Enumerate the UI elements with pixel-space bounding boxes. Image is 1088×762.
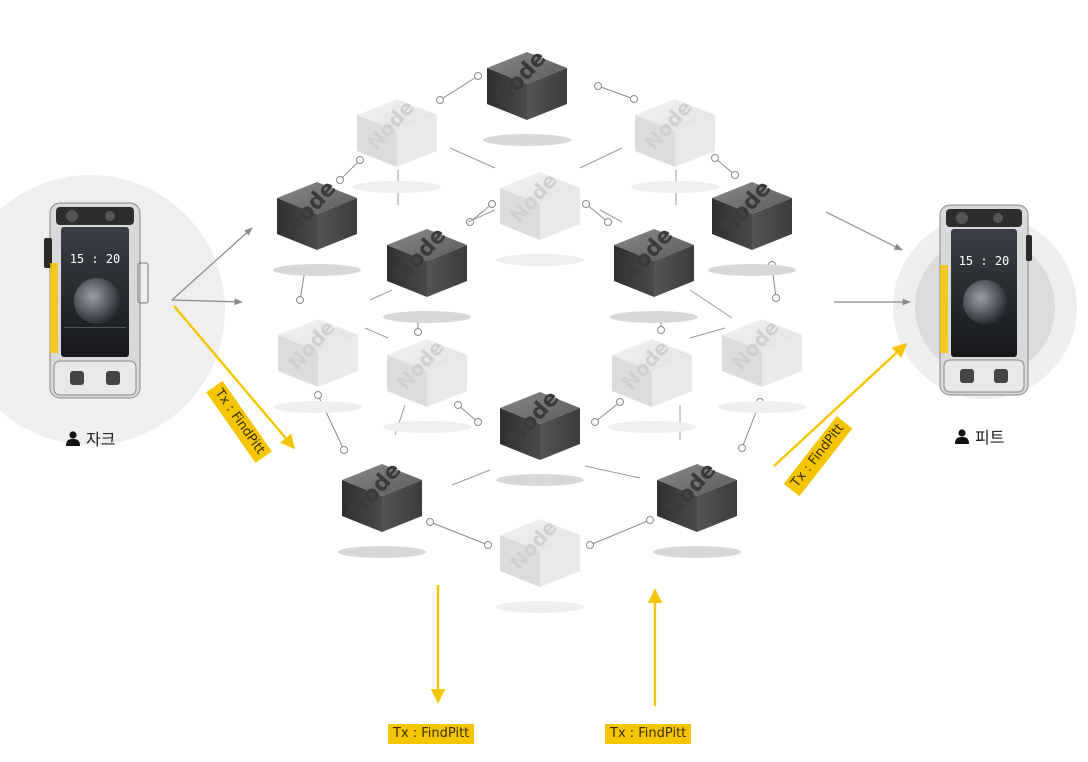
network-link: [450, 148, 495, 168]
network-link: [585, 466, 640, 478]
connector-port: [297, 297, 304, 304]
node-cube-light: Node: [631, 95, 719, 193]
connector-port: [415, 329, 422, 336]
network-link: [580, 148, 622, 168]
connector-port: [475, 419, 482, 426]
node-cube-light: Node: [496, 168, 584, 266]
node-connector: [590, 520, 650, 545]
node-connector: [598, 86, 634, 99]
connector-port: [489, 201, 496, 208]
connector-port: [341, 447, 348, 454]
connector-port: [732, 172, 739, 179]
node-cube-dark: Node: [483, 46, 571, 146]
node-connector: [340, 160, 360, 180]
connector-port: [631, 96, 638, 103]
node-cube-light: Node: [353, 95, 441, 193]
node-cube-dark: Node: [610, 223, 698, 323]
connector-port: [773, 295, 780, 302]
connector-port: [587, 542, 594, 549]
network-link: [690, 290, 732, 318]
tx-tag-bottom-left: Tx : FindPitt: [388, 724, 474, 744]
network-link: [690, 328, 725, 338]
tx-tag-bottom-right: Tx : FindPitt: [605, 724, 691, 744]
node-cube-dark: Node: [383, 223, 471, 323]
network-link: [468, 210, 495, 222]
network-link: [370, 290, 392, 300]
node-cube-dark: Node: [708, 176, 796, 276]
sender-label: 자크: [66, 426, 115, 450]
person-icon: [66, 431, 80, 446]
connector-port: [427, 519, 434, 526]
connector-port: [357, 157, 364, 164]
connector-port: [592, 419, 599, 426]
connector-port: [647, 517, 654, 524]
node-cube-dark: Node: [273, 176, 361, 276]
connector-port: [485, 542, 492, 549]
connector-port: [658, 327, 665, 334]
node-cube-dark: Node: [496, 386, 584, 486]
node-cube-light: Node: [608, 335, 696, 433]
node-connector: [595, 402, 620, 422]
sender-phone-time: 15 : 20: [70, 252, 121, 266]
connector-port: [739, 445, 746, 452]
node-cube-dark: Node: [653, 458, 741, 558]
receiver-phone: 15 : 20: [940, 205, 1032, 395]
receiver-name: 피트: [975, 424, 1004, 448]
connector-port: [583, 201, 590, 208]
receiver-label: 피트: [955, 424, 1004, 448]
node-connector: [430, 522, 488, 545]
network-link: [452, 470, 490, 485]
node-connector: [440, 76, 478, 100]
connector-port: [617, 399, 624, 406]
person-icon: [955, 429, 969, 444]
connector-port: [595, 83, 602, 90]
node-cube-light: Node: [383, 335, 471, 433]
gray-flow-arrow: [826, 212, 902, 250]
connector-port: [437, 97, 444, 104]
connector-port: [605, 219, 612, 226]
connector-port: [315, 392, 322, 399]
node-cube-light: Node: [718, 315, 806, 413]
receiver-phone-time: 15 : 20: [959, 254, 1010, 268]
connector-port: [712, 155, 719, 162]
connector-port: [455, 402, 462, 409]
sender-phone: 15 : 20: [44, 203, 148, 398]
node-cube-light: Node: [496, 515, 584, 613]
connector-port: [475, 73, 482, 80]
connector-port: [337, 177, 344, 184]
network-link: [365, 328, 388, 338]
sender-name: 자크: [86, 426, 115, 450]
node-cube-dark: Node: [338, 458, 426, 558]
